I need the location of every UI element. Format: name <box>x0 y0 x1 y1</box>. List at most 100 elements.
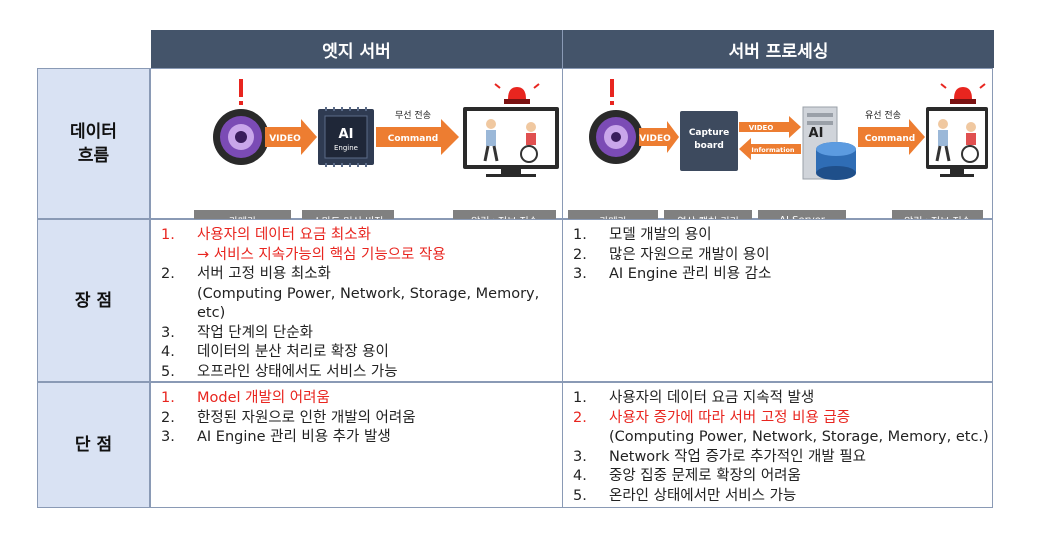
edge-pros-list: 1. 사용자의 데이터 요금 최소화 → 서비스 지속가능의 핵심 기능으로 작용 2… <box>151 220 562 382</box>
video-arrow-2 <box>739 116 801 138</box>
list-item: 5. 온라인 상태에서만 서비스 가능 <box>573 487 990 507</box>
capture-label: Capture <box>689 128 729 138</box>
edge-pros-cell: 1. 사용자의 데이터 요금 최소화 → 서비스 지속가능의 핵심 기능으로 작용 2… <box>150 219 563 382</box>
list-item-number <box>573 428 609 448</box>
header-server-processing: 서버 프로세싱 <box>562 30 994 68</box>
list-item: 2. 사용자 증가에 따라 서버 고정 비용 급증 <box>573 409 990 429</box>
list-item-text: 중앙 집중 문제로 확장의 어려움 <box>609 468 801 484</box>
camera-icon <box>213 109 269 165</box>
monitor-icon <box>926 107 988 177</box>
engine-label: Engine <box>334 144 358 152</box>
list-item-number: 2. <box>161 266 175 282</box>
list-item-text: (Computing Power, Network, Storage, Memo… <box>197 285 540 322</box>
siren-icon <box>940 83 986 104</box>
alert-icon <box>610 79 614 105</box>
list-item-number: 5. <box>573 487 587 504</box>
row-label-cons: 단 점 <box>37 382 150 508</box>
list-item: 1. Model 개발의 어려움 <box>161 389 554 409</box>
list-item-number <box>161 285 197 324</box>
edge-cons-list: 1. Model 개발의 어려움 2. 한정된 자원으로 인한 개발의 어려움 3. AI… <box>151 383 562 448</box>
command-arrow <box>858 119 925 155</box>
list-item: 2. 한정된 자원으로 인한 개발의 어려움 <box>161 409 554 429</box>
list-item-text: 온라인 상태에서만 서비스 가능 <box>609 487 797 504</box>
board-label: board <box>694 141 724 151</box>
camera-icon <box>589 110 643 164</box>
list-item-number: 5. <box>161 363 175 380</box>
list-item-text: Network 작업 증가로 추가적인 개발 필요 <box>609 448 867 465</box>
server-flow-diagram: VIDEO Capture board VIDEO Information AI <box>589 79 988 180</box>
list-item-text: 사용자 증가에 따라 서버 고정 비용 급증 <box>609 409 851 426</box>
video-arrow <box>639 121 679 153</box>
ai-label: AI <box>809 126 824 141</box>
ai-chip-icon <box>318 107 374 167</box>
command-arrow <box>376 119 459 155</box>
list-item-text: 서버 고정 비용 최소화 <box>197 266 331 282</box>
monitor-icon <box>463 107 559 177</box>
siren-icon <box>494 83 540 104</box>
header-blank <box>37 30 151 68</box>
command-label: Command <box>388 134 438 144</box>
list-item-text: 작업 단계의 단순화 <box>197 324 313 341</box>
header-edge-server: 엣지 서버 <box>151 30 562 68</box>
list-item: 2. 많은 자원으로 개발이 용이 <box>573 246 984 266</box>
list-item: 3. Network 작업 증가로 추가적인 개발 필요 <box>573 448 990 468</box>
edge-flow-cell: VIDEO AI Engine Command 무선 전송 <box>150 68 563 230</box>
list-item: 1. 사용자의 데이터 요금 최소화 <box>161 226 554 246</box>
edge-cons-cell: 1. Model 개발의 어려움 2. 한정된 자원으로 인한 개발의 어려움 3. AI… <box>150 382 563 508</box>
list-item: 5. 오프라인 상태에서도 서비스 가능 <box>161 363 554 383</box>
capture-board-box <box>680 111 738 171</box>
list-item-number: 1. <box>161 390 175 406</box>
list-item-text: (Computing Power, Network, Storage, Memo… <box>609 429 989 445</box>
list-item-number: 2. <box>161 409 175 426</box>
information-label: Information <box>751 146 795 154</box>
list-item-text: → 서비스 지속가능의 핵심 기능으로 작용 <box>197 246 446 263</box>
list-item-number: 3. <box>573 448 587 465</box>
list-item: 3. AI Engine 관리 비용 추가 발생 <box>161 428 554 448</box>
list-item-text: 많은 자원으로 개발이 용이 <box>609 246 770 263</box>
ai-server-icon <box>802 106 856 180</box>
list-item-number: 4. <box>573 468 587 484</box>
list-item-text: 오프라인 상태에서도 서비스 가능 <box>197 363 398 380</box>
list-item-text: 한정된 자원으로 인한 개발의 어려움 <box>197 409 416 426</box>
row-label-pros: 장 점 <box>37 219 150 382</box>
list-item-number: 2. <box>573 409 587 426</box>
information-arrow <box>739 138 801 160</box>
server-flow-cell: VIDEO Capture board VIDEO Information AI <box>562 68 993 230</box>
video-arrow <box>265 119 317 155</box>
list-item: 3. AI Engine 관리 비용 감소 <box>573 265 984 285</box>
list-item: 1.사용자의 데이터 요금 지속적 발생 <box>573 389 990 409</box>
list-item-number: 2. <box>573 246 587 263</box>
list-item: 1. 모델 개발의 용이 <box>573 226 984 246</box>
list-item-number: 3. <box>161 324 175 341</box>
wired-label: 유선 전송 <box>865 110 901 121</box>
edge-flow-diagram: VIDEO AI Engine Command 무선 전송 <box>213 79 559 177</box>
list-item-text: 사용자의 데이터 요금 지속적 발생 <box>609 390 815 406</box>
alert-icon <box>239 79 243 105</box>
list-item-number: 1. <box>573 227 587 243</box>
list-item-number: 3. <box>573 266 587 282</box>
list-item-text: 데이터의 분산 처리로 확장 용이 <box>197 344 389 360</box>
list-item: 4. 데이터의 분산 처리로 확장 용이 <box>161 343 554 363</box>
list-item-text: Model 개발의 어려움 <box>197 390 330 406</box>
list-item: → 서비스 지속가능의 핵심 기능으로 작용 <box>161 246 554 266</box>
list-item-text: AI Engine 관리 비용 추가 발생 <box>197 429 391 445</box>
command-label: Command <box>865 134 915 144</box>
row-label-data-flow: 데이터 흐름 <box>37 68 150 219</box>
list-item: 4. 중앙 집중 문제로 확장의 어려움 <box>573 467 990 487</box>
list-item-text: 사용자의 데이터 요금 최소화 <box>197 227 371 243</box>
list-item-number: 3. <box>161 429 175 445</box>
server-pros-list: 1. 모델 개발의 용이 2. 많은 자원으로 개발이 용이 3. AI Engine 관… <box>563 220 992 285</box>
list-item-number <box>161 246 197 266</box>
list-item: (Computing Power, Network, Storage, Memo… <box>573 428 990 448</box>
server-pros-cell: 1. 모델 개발의 용이 2. 많은 자원으로 개발이 용이 3. AI Engine 관… <box>562 219 993 382</box>
video-label-2: VIDEO <box>749 124 774 132</box>
list-item-number: 4. <box>161 344 175 360</box>
list-item: 3. 작업 단계의 단순화 <box>161 324 554 344</box>
video-label: VIDEO <box>639 134 671 144</box>
list-item-text: 모델 개발의 용이 <box>609 227 712 243</box>
list-item-number: 1. <box>161 227 175 243</box>
wireless-label: 무선 전송 <box>395 110 431 121</box>
list-item-text: AI Engine 관리 비용 감소 <box>609 266 772 282</box>
